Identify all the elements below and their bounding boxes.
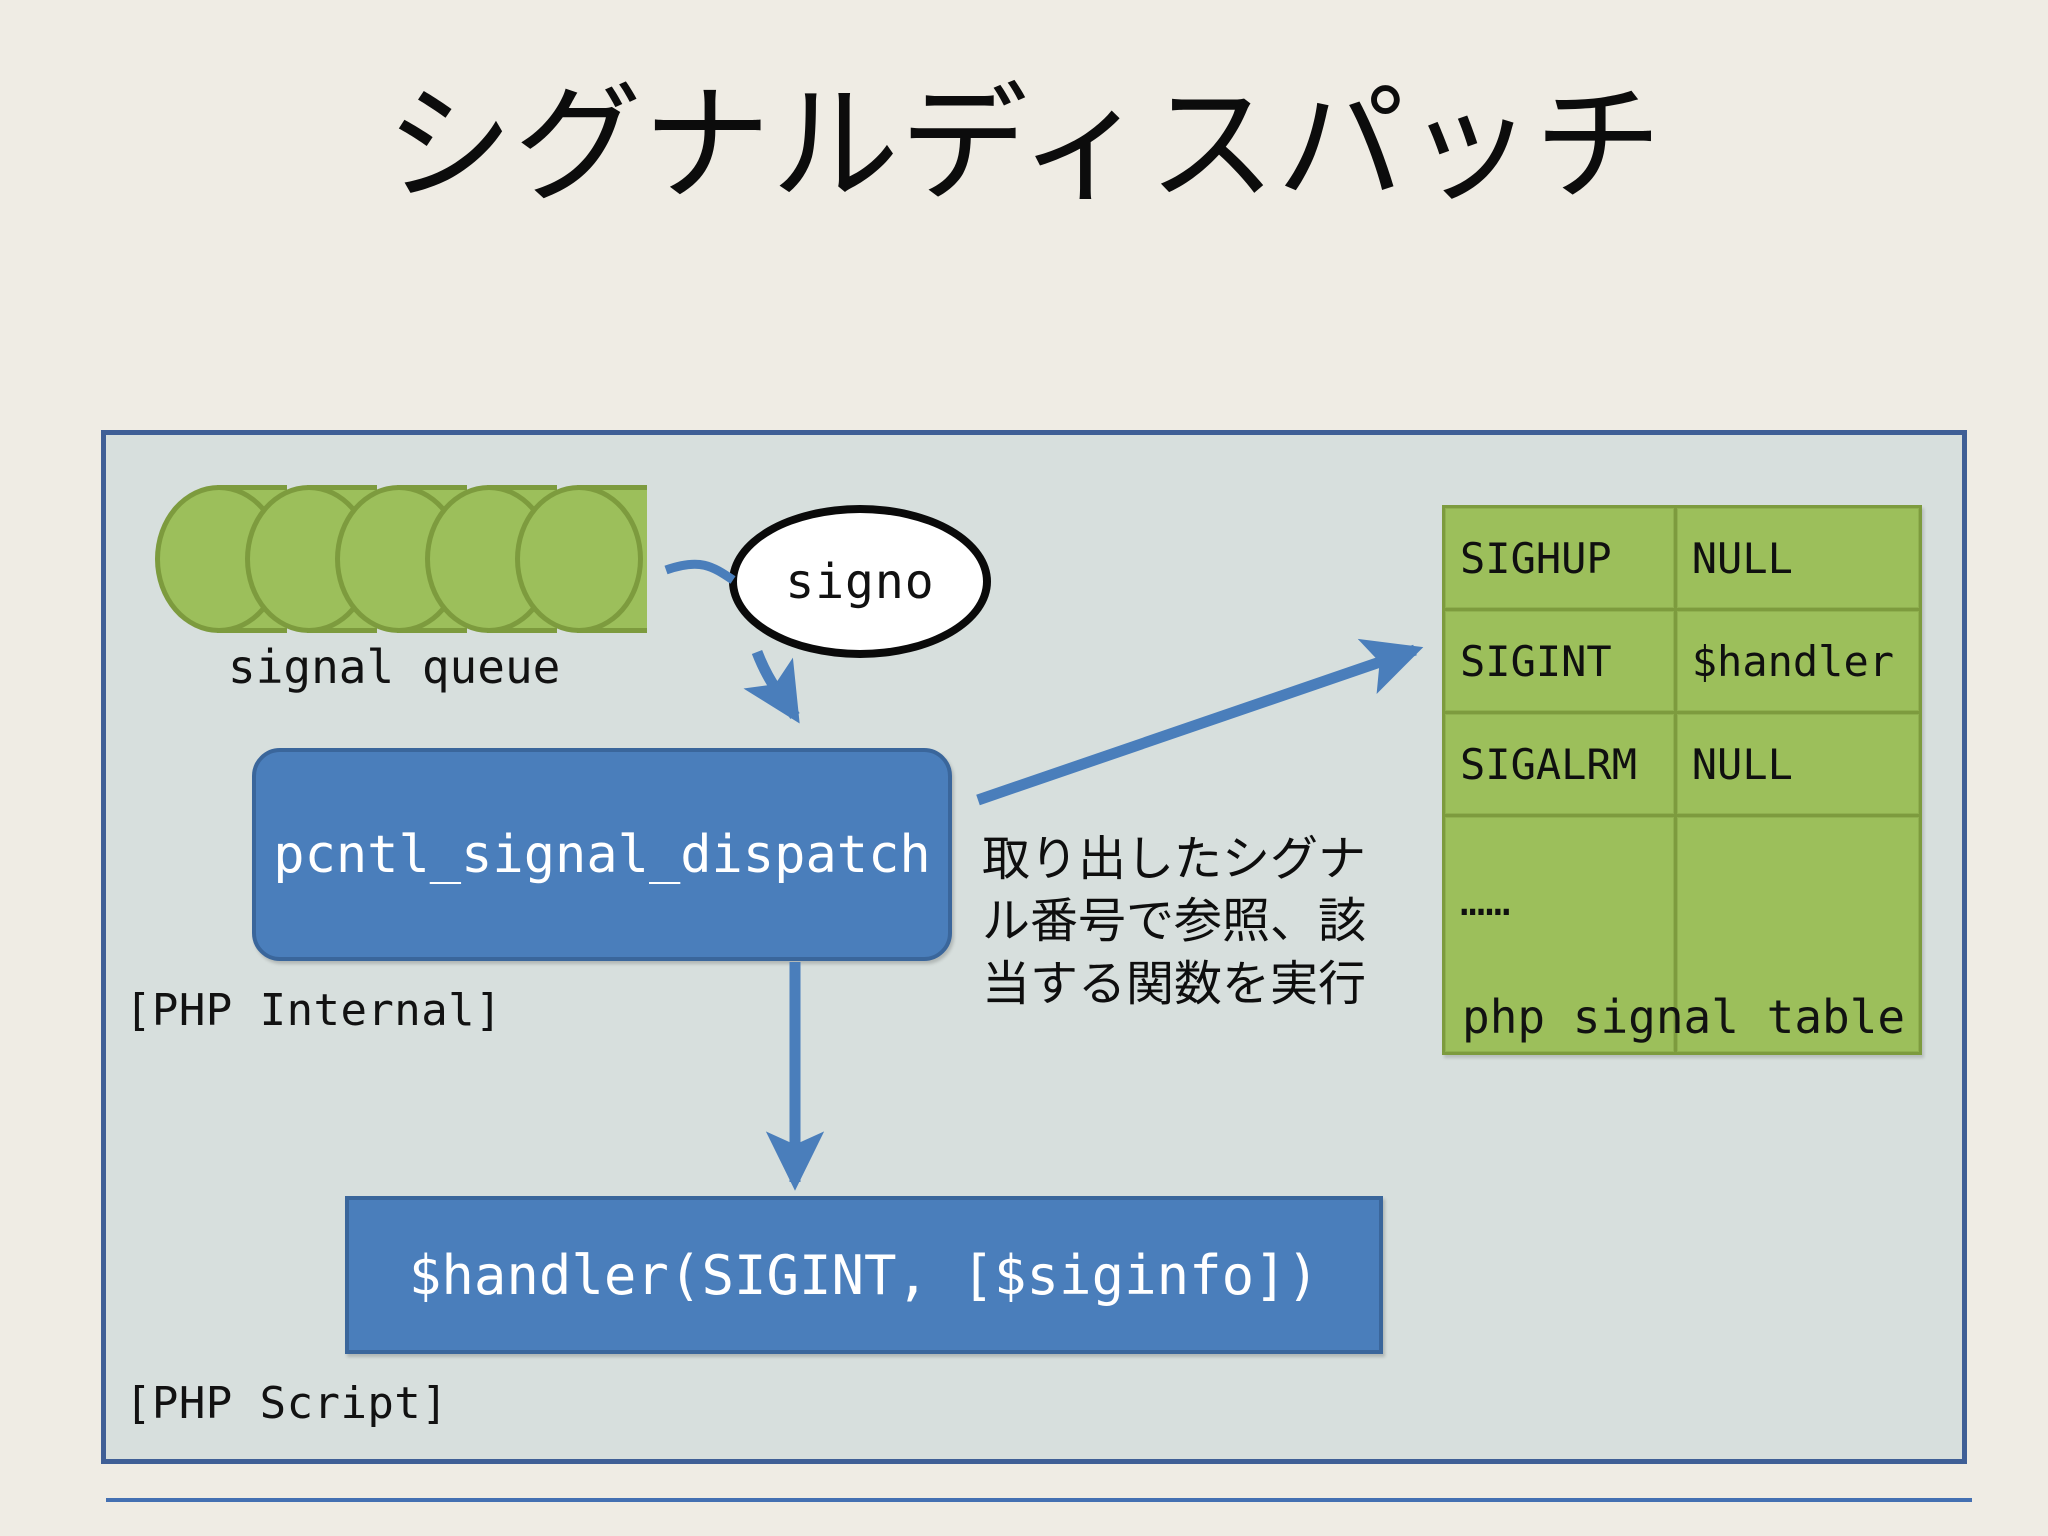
signal-queue-label: signal queue	[228, 640, 561, 694]
signo-label: signo	[785, 553, 935, 610]
signal-handler-cell	[1676, 817, 1919, 1052]
signal-name-cell: SIGINT	[1445, 611, 1674, 711]
signo-bubble: signo	[729, 505, 991, 658]
table-row: SIGINT $handler	[1445, 611, 1919, 711]
signal-handler-cell: NULL	[1676, 714, 1919, 814]
queue-cylinder-5	[515, 485, 643, 633]
table-row: SIGHUP NULL	[1445, 508, 1919, 608]
zone-label-php-script: [PHP Script]	[125, 1378, 449, 1429]
signal-name-cell: ……	[1445, 817, 1674, 1052]
php-signal-table: SIGHUP NULL SIGINT $handler SIGALRM NULL…	[1442, 505, 1922, 1055]
zone-divider	[106, 1498, 1972, 1502]
signal-name-cell: SIGHUP	[1445, 508, 1674, 608]
handler-call-label: $handler(SIGINT, [$siginfo])	[408, 1243, 1320, 1307]
pcntl-signal-dispatch-label: pcntl_signal_dispatch	[273, 824, 931, 885]
signal-handler-cell: $handler	[1676, 611, 1919, 711]
table-row: ……	[1445, 817, 1919, 1052]
pcntl-signal-dispatch-box[interactable]: pcntl_signal_dispatch	[252, 748, 952, 961]
annotation-line-1: 取り出したシグナ	[982, 831, 1367, 887]
zone-label-php-internal: [PHP Internal]	[125, 985, 503, 1036]
lookup-annotation: 取り出したシグナ ル番号で参照、該 当する関数を実行	[982, 828, 1412, 1015]
annotation-line-2: ル番号で参照、該	[982, 893, 1367, 950]
annotation-line-3: 当する関数を実行	[982, 955, 1367, 1012]
signal-queue-cylinders	[155, 485, 647, 633]
signal-handler-cell: NULL	[1676, 508, 1919, 608]
page-title: シグナルディスパッチ	[385, 71, 1663, 220]
table-row: SIGALRM NULL	[1445, 714, 1919, 814]
signal-name-cell: SIGALRM	[1445, 714, 1674, 814]
php-signal-table-caption: php signal table	[1462, 990, 1906, 1044]
handler-call-box[interactable]: $handler(SIGINT, [$siginfo])	[345, 1196, 1383, 1354]
